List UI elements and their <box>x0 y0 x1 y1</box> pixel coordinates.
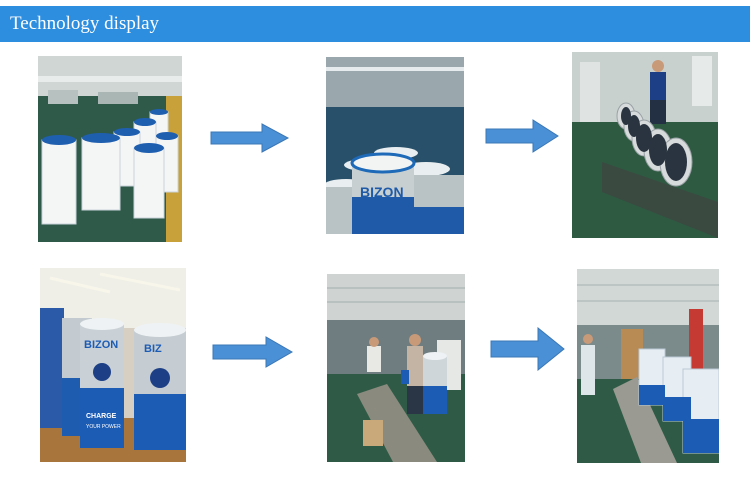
slogan-text: CHARGE <box>86 413 117 420</box>
worker-assembly-photo <box>327 274 465 462</box>
process-arrow-2 <box>485 119 560 153</box>
brand-wrap-photo: BIZON <box>326 57 464 234</box>
brand-text-2: BIZON <box>84 339 118 351</box>
section-title: Technology display <box>10 13 160 34</box>
section-header: Technology display <box>0 6 750 42</box>
packing-line-photo <box>577 269 719 463</box>
process-arrow-3 <box>212 336 294 368</box>
slogan-subtext: YOUR POWER <box>86 424 121 430</box>
brand-text-1: BIZON <box>360 184 404 200</box>
cylinder-liners-photo <box>38 56 182 242</box>
assembly-line-photo <box>572 52 718 238</box>
process-arrow-1 <box>210 123 290 153</box>
svg-text:BIZ: BIZ <box>144 343 162 355</box>
process-arrow-4 <box>490 327 566 371</box>
finished-cans-photo: BIZON CHARGE YOUR POWER BIZ <box>40 268 186 462</box>
